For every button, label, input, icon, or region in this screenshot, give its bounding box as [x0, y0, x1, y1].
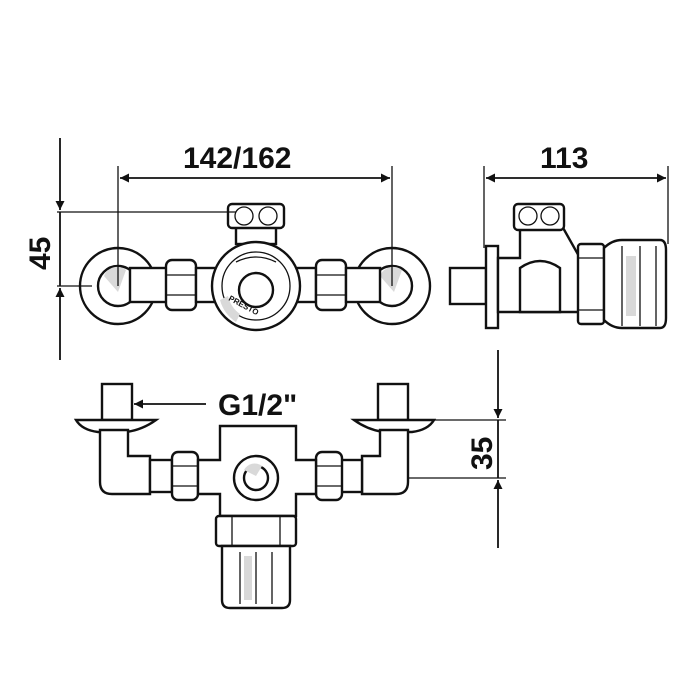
right-inlet-pipe [290, 258, 382, 312]
side-view [448, 202, 668, 330]
dimension-depth: 113 [483, 142, 669, 248]
offset-dimension-label: 35 [466, 437, 499, 470]
right-inlet-connection [314, 382, 437, 502]
mixer-body: PRESTO [210, 202, 302, 332]
dimension-width: 142/162 [117, 142, 393, 286]
depth-dimension-label: 113 [540, 142, 588, 175]
thermostat-knob [214, 514, 298, 610]
plan-mixer-body [196, 424, 318, 518]
thread-callout: G1/2" [134, 389, 297, 422]
thread-size-label: G1/2" [218, 389, 297, 422]
dimension-height: 45 [24, 138, 236, 360]
dimension-offset: 35 [408, 350, 506, 548]
height-dimension-label: 45 [24, 237, 57, 270]
width-dimension-label: 142/162 [183, 142, 291, 175]
left-inlet-pipe [128, 258, 220, 312]
front-view: PRESTO [78, 202, 432, 332]
left-inlet-connection [73, 382, 200, 502]
plan-view [73, 382, 437, 610]
